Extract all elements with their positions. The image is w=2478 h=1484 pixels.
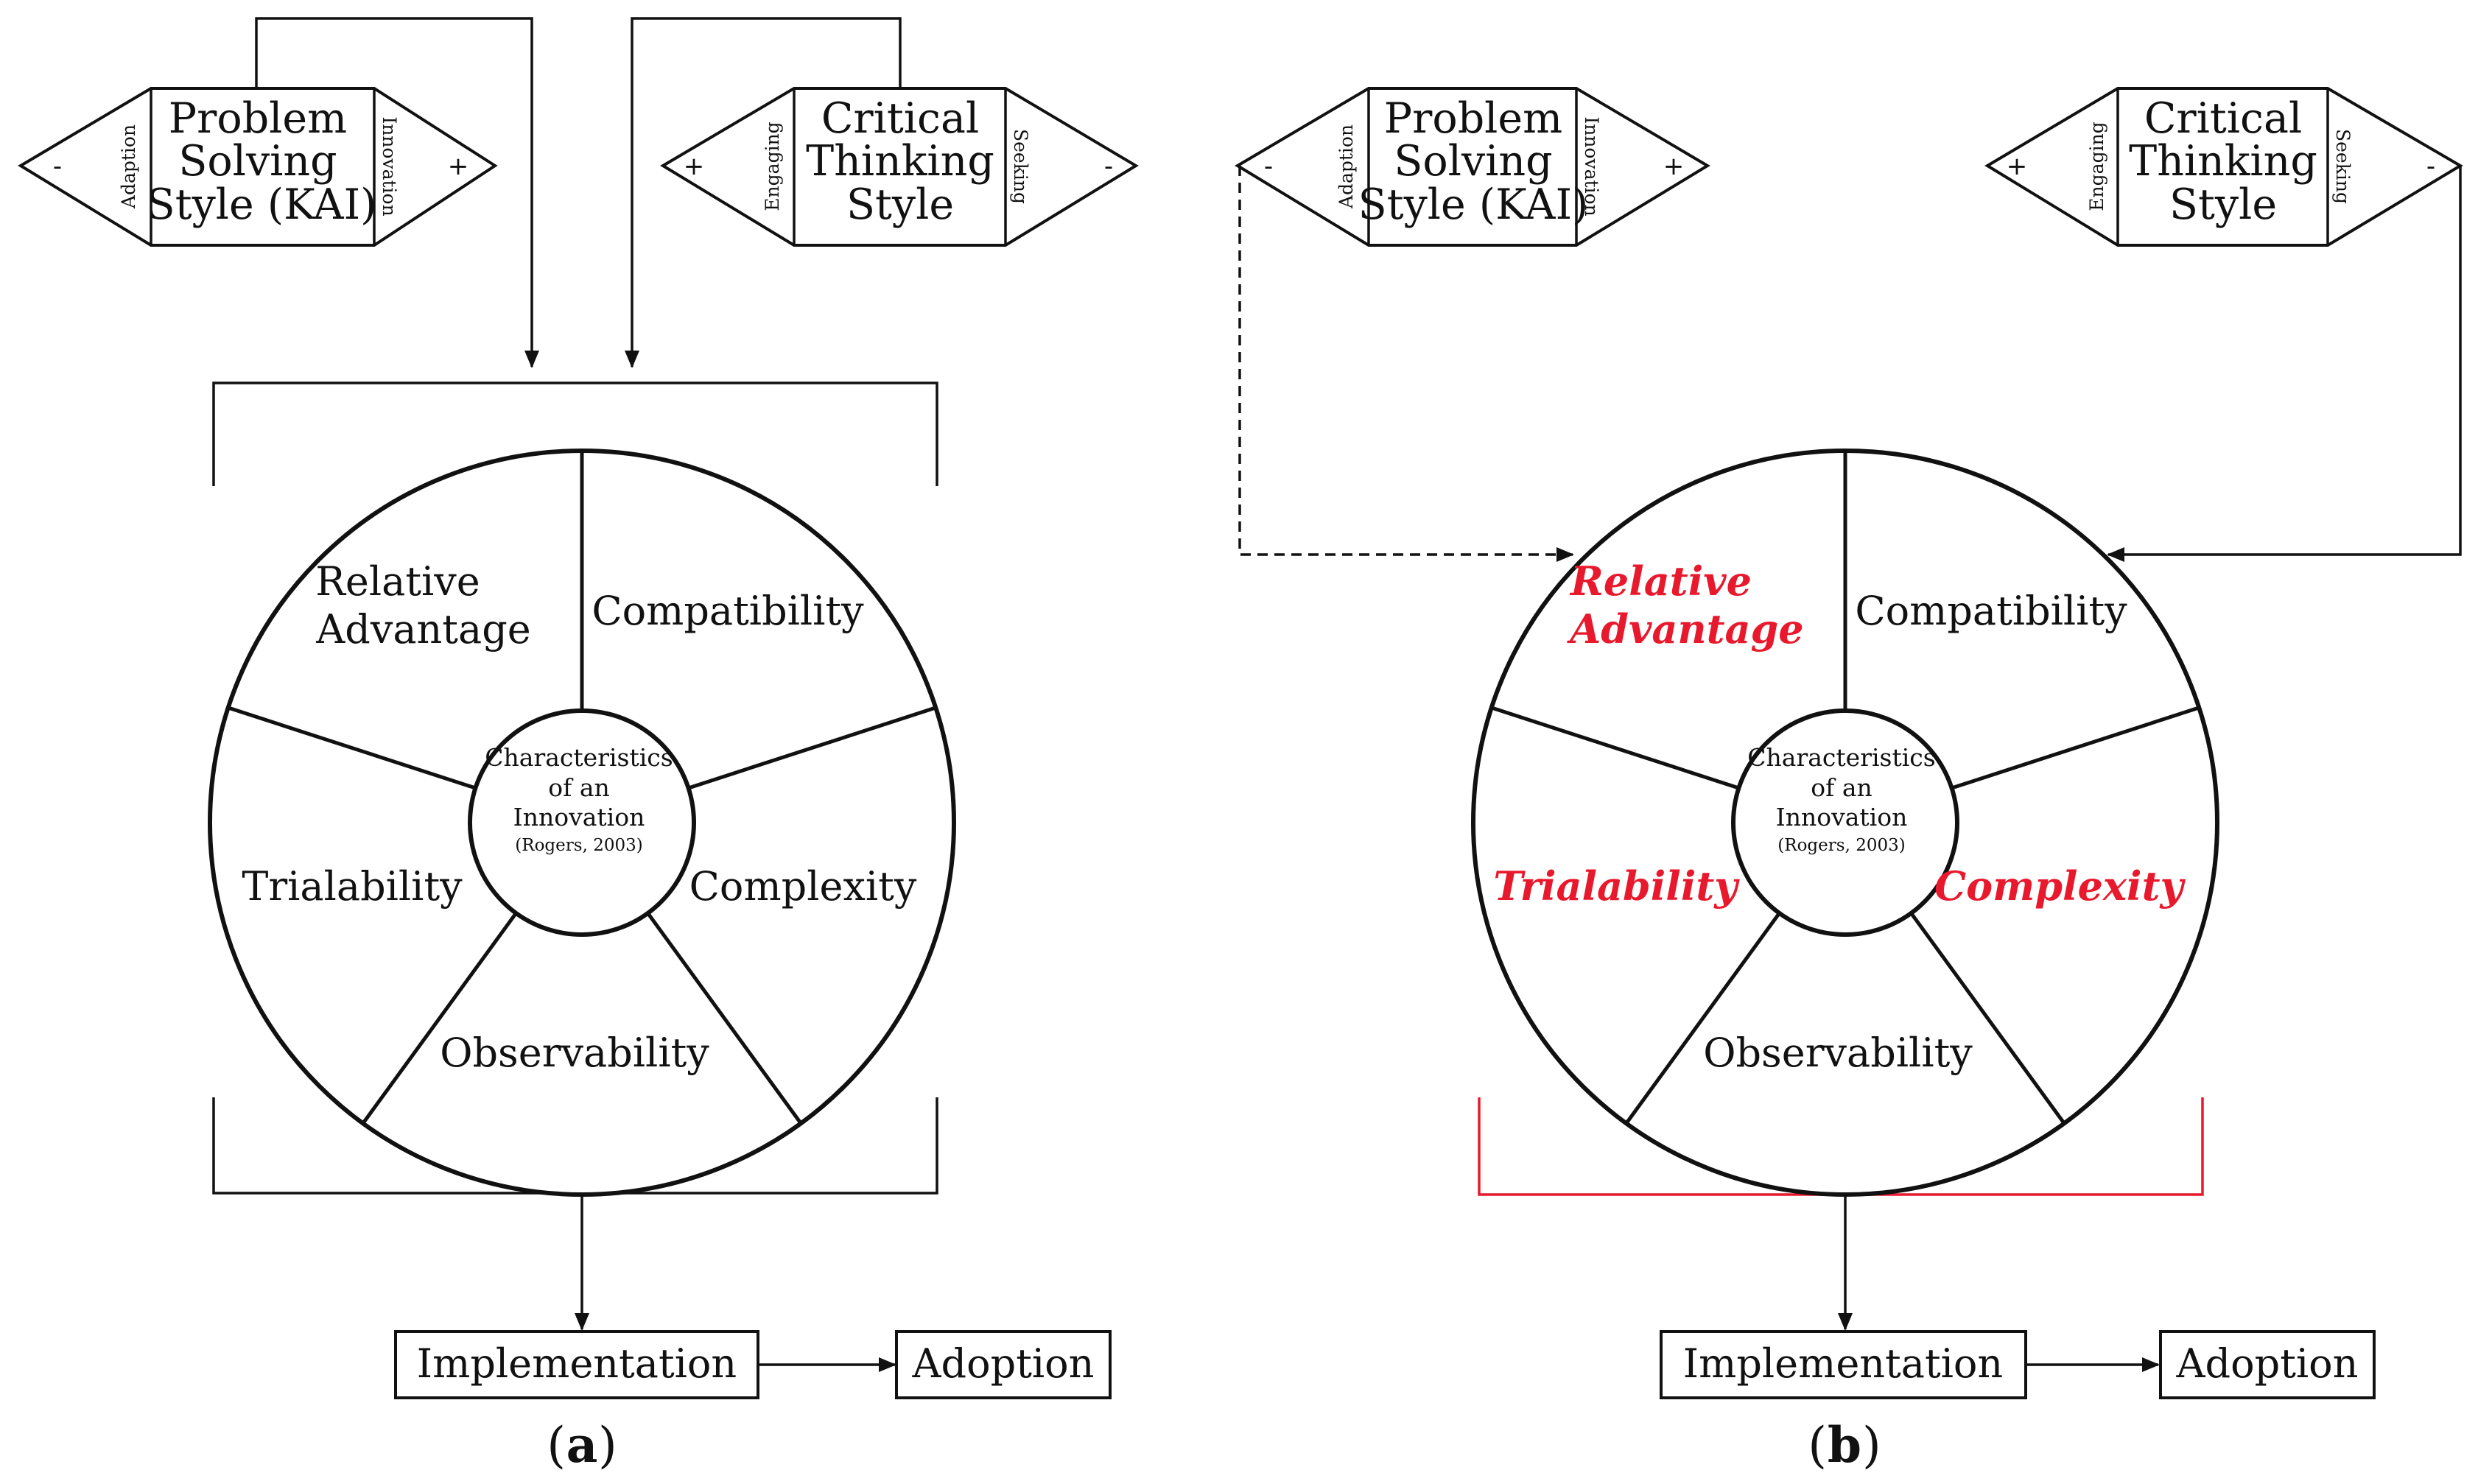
- cts-right-sign: -: [2426, 152, 2435, 181]
- center-line-2: of an: [548, 773, 610, 802]
- center-citation: (Rogers, 2003): [1777, 836, 1905, 855]
- pss-title-line-3: Style (KAI): [147, 180, 377, 229]
- panel-a: Problem Solving Style (KAI) Adaption Inn…: [18, 17, 1139, 1474]
- pss-to-relative-advantage-dashed-connector: [1238, 166, 1574, 562]
- segment-trialability: Trialability: [1493, 862, 1740, 910]
- segment-compatibility: Compatibility: [592, 588, 864, 634]
- critical-thinking-style-node: Critical Thinking Style Engaging Seeking…: [660, 87, 1139, 247]
- caption-b-open: (: [1808, 1417, 1827, 1474]
- cts-title-line-3: Style: [2169, 180, 2277, 229]
- implementation-box: Implementation: [394, 1330, 759, 1399]
- adoption-box: Adoption: [895, 1330, 1112, 1399]
- cts-right-side-label: Seeking: [2332, 129, 2354, 204]
- cts-title-line-1: Critical: [2144, 94, 2302, 143]
- cts-left-sign: +: [2007, 152, 2028, 181]
- cts-right-sign: -: [1104, 152, 1113, 181]
- segment-relative-advantage-line-1: Relative: [315, 558, 480, 605]
- segment-relative-advantage-line-1: Relative: [1569, 558, 1752, 605]
- innovation-wheel: [1471, 449, 2219, 1197]
- segment-complexity: Complexity: [1934, 862, 2186, 910]
- pss-left-side-label: Adaption: [1335, 124, 1357, 209]
- cts-left-sign: +: [684, 152, 705, 181]
- center-line-1: Characteristics: [485, 743, 673, 772]
- cts-title-line-2: Thinking: [2129, 137, 2317, 186]
- center-line-2: of an: [1811, 773, 1872, 802]
- problem-solving-style-node: Problem Solving Style (KAI) Adaption Inn…: [1235, 87, 1710, 247]
- cts-title-line-1: Critical: [821, 94, 979, 143]
- segment-complexity: Complexity: [689, 863, 917, 910]
- pss-left-sign: -: [1264, 152, 1273, 181]
- pss-left-side-label: Adaption: [118, 124, 139, 209]
- adoption-label: Adoption: [912, 1340, 1095, 1387]
- cts-right-side-label: Seeking: [1010, 129, 1031, 204]
- pss-title-line-1: Problem: [169, 94, 347, 143]
- cts-left-side-label: Engaging: [762, 122, 783, 211]
- implementation-label: Implementation: [1683, 1340, 2003, 1387]
- pss-connector: [255, 17, 539, 368]
- center-citation: (Rogers, 2003): [515, 836, 642, 855]
- innovation-wheel: [208, 449, 956, 1197]
- cts-left-side-label: Engaging: [2086, 122, 2107, 211]
- adoption-label: Adoption: [2176, 1340, 2359, 1387]
- segment-observability: Observability: [440, 1030, 709, 1076]
- center-line-3: Innovation: [1776, 803, 1908, 831]
- caption-a-letter: a: [566, 1416, 598, 1474]
- pss-left-sign: -: [53, 152, 62, 181]
- pss-right-sign: +: [448, 152, 469, 181]
- segment-compatibility: Compatibility: [1855, 588, 2127, 634]
- caption-b-close: ): [1862, 1417, 1881, 1474]
- cts-title-line-3: Style: [846, 180, 954, 229]
- pss-title-line-3: Style (KAI): [1358, 180, 1589, 229]
- pss-title-line-1: Problem: [1384, 94, 1562, 143]
- critical-thinking-style-node: Critical Thinking Style Engaging Seeking…: [1984, 87, 2463, 247]
- pss-right-sign: +: [1663, 152, 1685, 181]
- center-line-3: Innovation: [513, 803, 645, 831]
- pss-right-side-label: Innovation: [379, 116, 400, 216]
- caption-a-close: ): [598, 1417, 617, 1474]
- cts-to-wheel-connector: [2107, 166, 2462, 562]
- implementation-box: Implementation: [1660, 1330, 2027, 1399]
- pss-title-line-2: Solving: [1394, 137, 1552, 186]
- pss-right-side-label: Innovation: [1581, 116, 1602, 216]
- pss-title-line-2: Solving: [178, 137, 337, 186]
- caption-b-letter: b: [1828, 1416, 1861, 1474]
- adoption-box: Adoption: [2159, 1330, 2376, 1399]
- segment-observability: Observability: [1703, 1030, 1973, 1076]
- top-bracket: [212, 381, 938, 486]
- segment-trialability: Trialability: [242, 863, 463, 910]
- segment-relative-advantage-line-2: Advantage: [315, 606, 530, 653]
- implementation-label: Implementation: [417, 1340, 737, 1387]
- problem-solving-style-node: Problem Solving Style (KAI) Adaption Inn…: [18, 87, 498, 247]
- center-line-1: Characteristics: [1747, 743, 1935, 772]
- caption-a-open: (: [547, 1417, 566, 1474]
- segment-relative-advantage-line-2: Advantage: [1566, 605, 1803, 653]
- cts-title-line-2: Thinking: [806, 137, 994, 186]
- cts-connector: [625, 17, 902, 368]
- panel-b: Problem Solving Style (KAI) Adaption Inn…: [1235, 87, 2463, 1474]
